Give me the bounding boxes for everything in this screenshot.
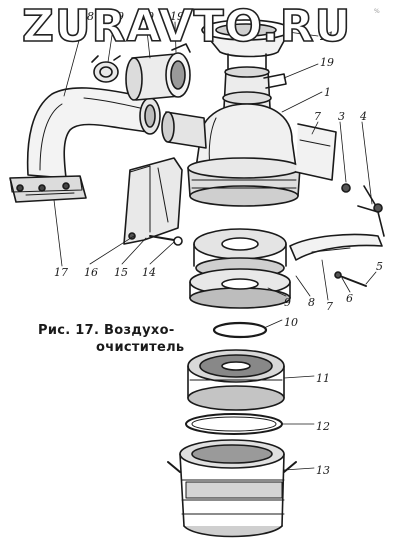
callout-9: 9 [284,296,291,309]
sealing-ring [212,321,268,339]
leader-lines [53,21,377,471]
caption-line-1: Рис. 17. Воздухо- [38,323,175,338]
callout-18: 18 [80,10,94,23]
oil-bath-bowl [167,439,297,538]
callout-12: 12 [316,420,330,433]
callout-3: 3 [338,110,345,123]
caption-line-2: очиститель [96,340,185,355]
callout-11: 11 [316,372,330,385]
site-watermark: ZURAVTO.RU [21,1,352,53]
callout-21: 21 [319,30,334,43]
callout-8: 8 [308,296,315,309]
corner-mark: % [374,8,380,15]
callout-19: 19 [170,10,184,23]
callout-20: 20 [139,10,154,23]
filter-rings [189,228,291,309]
callout-6: 6 [346,292,353,305]
callout-13: 13 [316,464,330,477]
callout-4: 4 [359,110,367,123]
housing [161,66,301,207]
inlet-cap [201,19,291,73]
lower-strap [289,205,385,287]
callout-19: 19 [320,56,334,69]
callout-16: 16 [84,266,98,279]
callout-5: 5 [376,260,383,273]
mounting-bracket [123,157,183,246]
upper-strap [295,123,383,213]
callout-14: 14 [142,266,156,279]
filter-element [187,349,285,411]
callout-15: 15 [114,266,128,279]
callout-1: 1 [324,86,331,99]
figure-caption: Рис. 17. Воздухо- очиститель [38,322,208,356]
callout-17: 17 [54,266,68,279]
callout-labels: 18 19 20 19 21 19 1 7 3 4 17 16 15 14 9 … [54,10,383,477]
callout-7: 7 [314,110,321,123]
hose-and-clamps [91,43,191,101]
callout-7: 7 [326,300,333,313]
intake-pipe [9,87,161,203]
callout-10: 10 [284,316,298,329]
callout-19: 19 [110,10,124,23]
gasket-ring [185,413,283,435]
